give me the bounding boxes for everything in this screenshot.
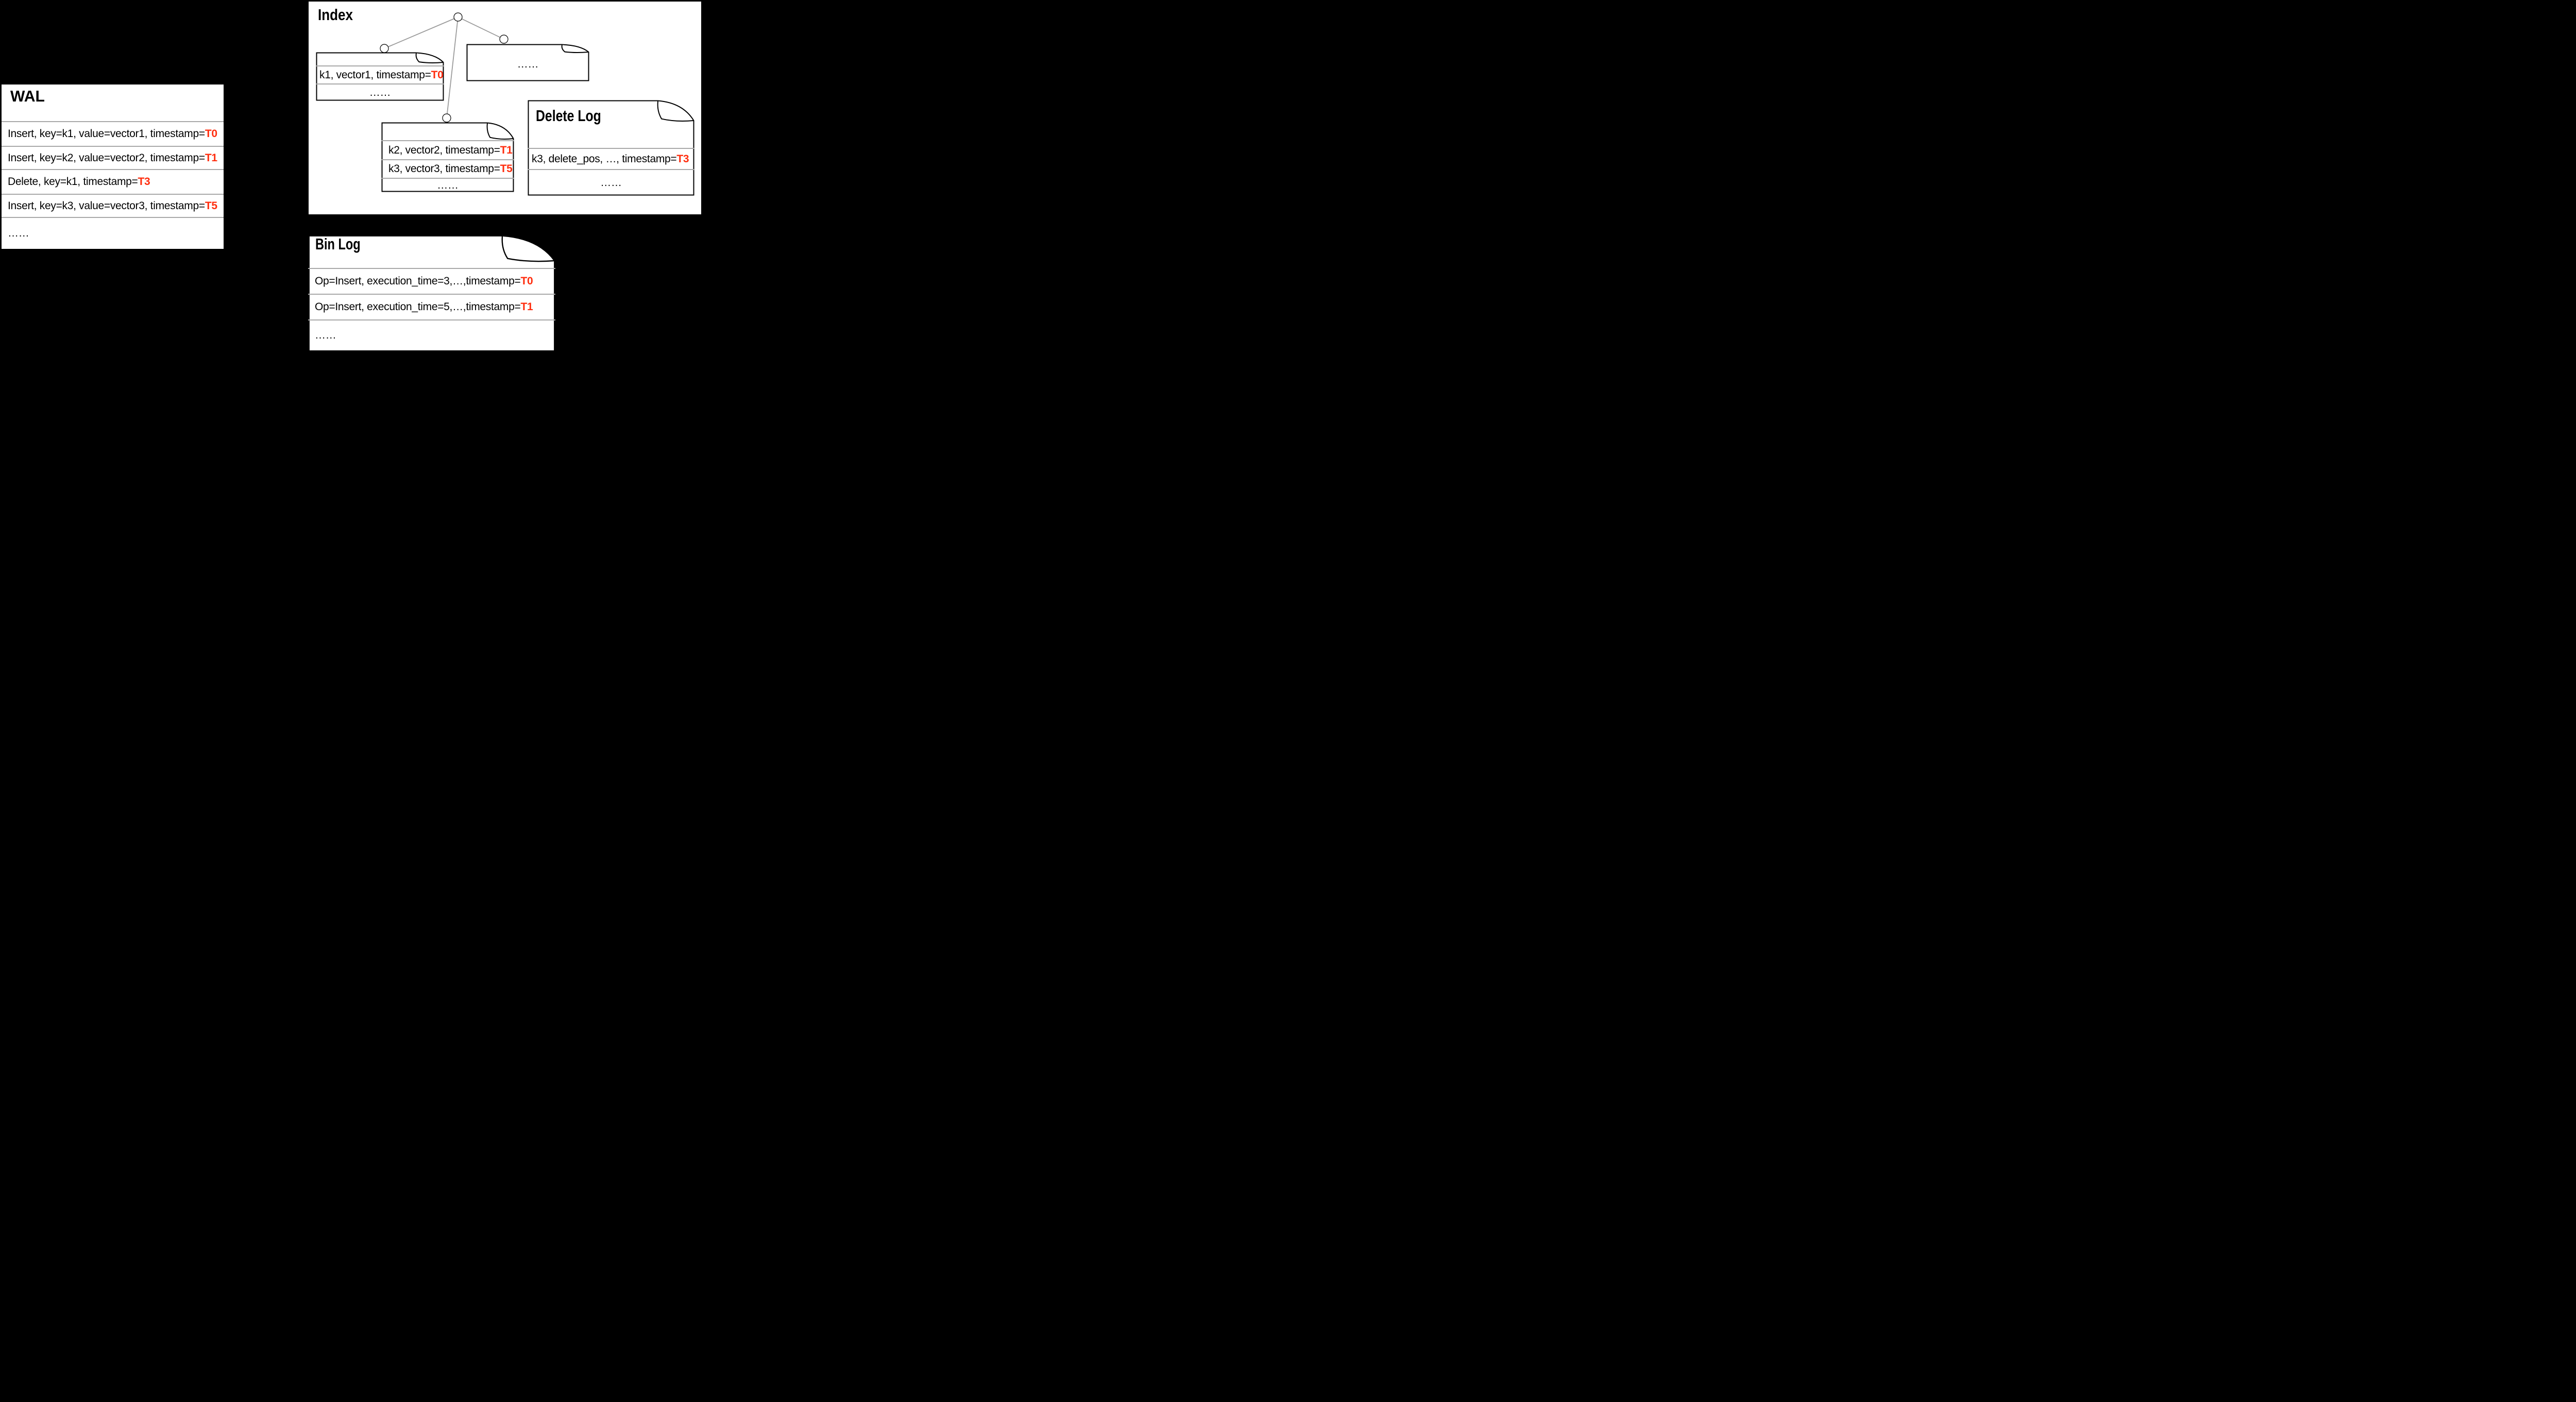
wal-title: WAL bbox=[2, 85, 224, 121]
file-box-outline bbox=[316, 52, 444, 101]
file-box-border bbox=[381, 122, 514, 192]
more-rows-ellipsis: …… bbox=[369, 87, 391, 98]
dog-ear-fold-icon bbox=[501, 236, 554, 262]
file-box-outline bbox=[381, 122, 514, 192]
wal-row: Insert, key=k2, value=vector2, timestamp… bbox=[2, 146, 224, 169]
dog-ear-fold-icon bbox=[415, 53, 444, 63]
index-panel: Index k1, vector1, timestamp=T0 …… k2, v… bbox=[309, 2, 701, 214]
entry-text: k2, vector2, timestamp= bbox=[388, 144, 500, 156]
entry-text: k1, vector1, timestamp= bbox=[319, 69, 431, 81]
timestamp-value: T0 bbox=[520, 275, 533, 287]
wal-title-text: WAL bbox=[10, 87, 45, 105]
log-entry-text: Delete, key=k1, timestamp= bbox=[8, 176, 138, 188]
entry-text: k3, vector3, timestamp= bbox=[388, 163, 500, 175]
bin-log-title: Bin Log bbox=[308, 235, 555, 268]
more-rows-ellipsis: …… bbox=[315, 329, 336, 341]
more-rows-ellipsis: …… bbox=[600, 177, 622, 189]
log-entry-text: Insert, key=k1, value=vector1, timestamp… bbox=[8, 128, 205, 140]
segment-row: …… bbox=[316, 83, 444, 101]
log-entry-text: Insert, key=k2, value=vector2, timestamp… bbox=[8, 151, 205, 164]
timestamp-value: T5 bbox=[500, 163, 513, 175]
entry-text: Op=Insert, execution_time=5,…,timestamp= bbox=[315, 301, 521, 313]
segment-header bbox=[316, 52, 444, 65]
segment-row: k1, vector1, timestamp=T0 bbox=[316, 65, 444, 83]
diagram-page: WAL Insert, key=k1, value=vector1, times… bbox=[0, 0, 704, 350]
file-box-border bbox=[466, 44, 589, 81]
timestamp-value: T1 bbox=[520, 301, 533, 313]
tree-node-segment1 bbox=[380, 44, 389, 53]
entry-text: k3, delete_pos, …, timestamp= bbox=[532, 153, 677, 165]
log-entry-text: Insert, key=k3, value=vector3, timestamp… bbox=[8, 199, 205, 212]
wal-box: WAL Insert, key=k1, value=vector1, times… bbox=[2, 85, 224, 249]
wal-row: …… bbox=[2, 217, 224, 249]
file-box-border bbox=[308, 235, 555, 350]
delete-log-row: …… bbox=[528, 169, 694, 196]
segment-row: k2, vector2, timestamp=T1 bbox=[381, 140, 514, 159]
timestamp-value: T5 bbox=[205, 199, 217, 212]
wal-row: Insert, key=k3, value=vector3, timestamp… bbox=[2, 194, 224, 217]
delete-log-title: Delete Log bbox=[528, 100, 694, 148]
tree-edge bbox=[446, 16, 459, 119]
bin-log-title-text: Bin Log bbox=[315, 235, 361, 253]
more-rows-ellipsis: …… bbox=[8, 227, 29, 239]
bin-log-row: Op=Insert, execution_time=5,…,timestamp=… bbox=[308, 294, 555, 319]
segment-row: k3, vector3, timestamp=T5 bbox=[381, 159, 514, 178]
wal-row: Delete, key=k1, timestamp=T3 bbox=[2, 169, 224, 194]
timestamp-value: T3 bbox=[138, 176, 150, 188]
dog-ear-fold-icon bbox=[657, 100, 694, 122]
timestamp-value: T3 bbox=[676, 153, 689, 165]
file-box-outline bbox=[308, 235, 555, 350]
index-segment1-box: k1, vector1, timestamp=T0 …… bbox=[316, 52, 444, 101]
segment-row: …… bbox=[381, 178, 514, 192]
bin-log-row: Op=Insert, execution_time=3,…,timestamp=… bbox=[308, 268, 555, 294]
index-segment3-box: …… bbox=[466, 44, 589, 81]
tree-node-segment3 bbox=[499, 35, 509, 44]
timestamp-value: T1 bbox=[500, 144, 513, 156]
segment-header bbox=[381, 122, 514, 140]
wal-row: Insert, key=k1, value=vector1, timestamp… bbox=[2, 121, 224, 146]
bin-log-row: …… bbox=[308, 319, 555, 350]
more-rows-ellipsis: …… bbox=[517, 58, 539, 70]
tree-node-root bbox=[453, 12, 463, 22]
index-title: Index bbox=[318, 7, 360, 23]
tree-edge bbox=[457, 16, 504, 40]
timestamp-value: T0 bbox=[431, 69, 444, 81]
delete-log-title-text: Delete Log bbox=[536, 107, 601, 125]
timestamp-value: T0 bbox=[205, 128, 217, 140]
dog-ear-fold-icon bbox=[561, 44, 589, 53]
file-box-border bbox=[316, 52, 444, 101]
timestamp-value: T1 bbox=[205, 151, 217, 164]
index-segment2-box: k2, vector2, timestamp=T1 k3, vector3, t… bbox=[381, 122, 514, 192]
delete-log-row: k3, delete_pos, …, timestamp=T3 bbox=[528, 148, 694, 169]
dog-ear-fold-icon bbox=[486, 123, 514, 140]
tree-node-segment2 bbox=[442, 113, 451, 123]
bin-log-box: Bin Log Op=Insert, execution_time=3,…,ti… bbox=[308, 235, 555, 350]
index-title-text: Index bbox=[318, 6, 353, 24]
delete-log-box: Delete Log k3, delete_pos, …, timestamp=… bbox=[528, 100, 694, 196]
more-rows-ellipsis: …… bbox=[437, 179, 459, 191]
tree-edge bbox=[384, 16, 459, 49]
entry-text: Op=Insert, execution_time=3,…,timestamp= bbox=[315, 275, 521, 287]
file-box-outline bbox=[466, 44, 589, 81]
